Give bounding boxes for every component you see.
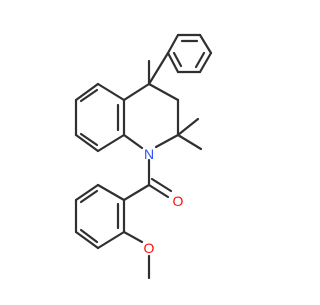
bond-benzo-inner-2 xyxy=(79,88,99,103)
bond-aryl-inner-2 xyxy=(79,228,99,244)
bond-c4-c4a xyxy=(122,82,151,102)
bond-phenyl-inner-3 xyxy=(172,51,183,68)
bond-c2-methyl-a xyxy=(176,117,200,137)
bond-phenyl-inner-2 xyxy=(194,51,206,69)
bond-c4a-c5 xyxy=(96,82,126,102)
bond-carbonyl-double-b xyxy=(150,177,173,193)
bond-carbonyl-aryl xyxy=(122,183,151,202)
bond-c4-c3 xyxy=(147,82,180,102)
bond-aryl-4 xyxy=(74,230,100,250)
bond-c5-c6 xyxy=(74,82,100,102)
bond-phenyl-1 xyxy=(166,33,180,55)
bond-benzo-inner-3 xyxy=(79,132,99,147)
bonds xyxy=(74,33,213,280)
nitrogen-atom-label: N xyxy=(144,146,154,162)
bond-carbonyl-double-a xyxy=(147,183,170,199)
bond-aryl-omethoxy xyxy=(122,230,144,244)
bond-aryl-2 xyxy=(74,183,100,202)
bond-n-c8a xyxy=(122,133,144,150)
molecule-structure: N O O xyxy=(74,33,213,280)
molecule-canvas: N O O xyxy=(74,33,213,280)
bond-aryl-1 xyxy=(96,183,126,202)
bond-phenyl-6 xyxy=(166,51,180,74)
bond-c7-c8 xyxy=(74,133,100,153)
carbonyl-oxygen-label: O xyxy=(173,193,184,209)
atom-labels: N O O xyxy=(144,146,184,256)
bond-c2-methyl-b xyxy=(176,133,203,151)
bond-phenyl-3 xyxy=(198,33,213,55)
bond-aryl-inner-1 xyxy=(79,189,99,204)
bond-c2-n xyxy=(154,133,180,149)
bond-c8-c8a xyxy=(96,133,126,153)
bond-phenyl-c4 xyxy=(147,51,170,86)
methoxy-oxygen-label: O xyxy=(144,240,155,256)
bond-phenyl-4 xyxy=(198,51,213,74)
bond-aryl-5 xyxy=(96,230,126,250)
